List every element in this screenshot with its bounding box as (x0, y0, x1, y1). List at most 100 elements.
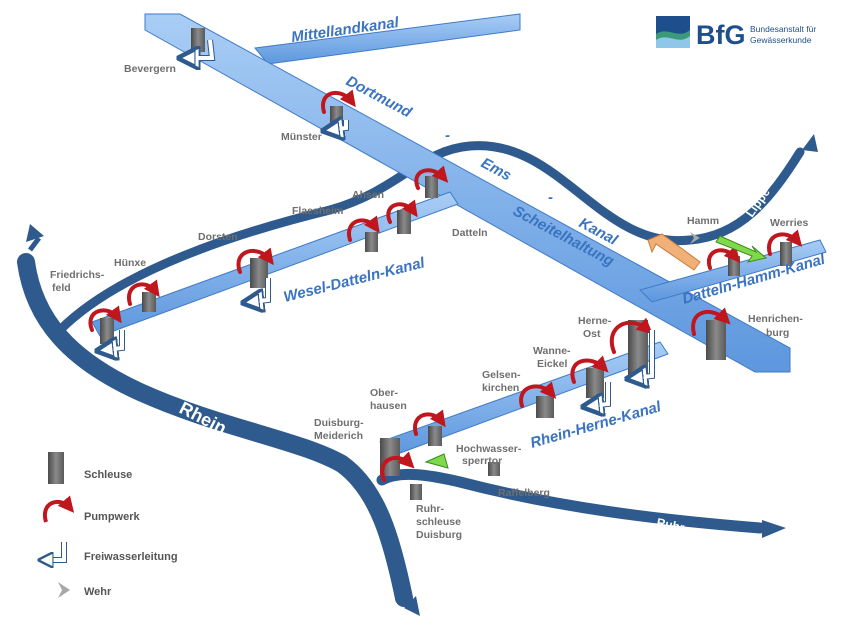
pump-gelsenkirchen (519, 381, 557, 408)
pipe-muenster-inner (330, 120, 348, 130)
pipe-wanne-inner (590, 382, 610, 406)
place-datteln: Datteln (452, 227, 488, 239)
bfg-logo: BfG Bundesanstalt für Gewässerkunde (656, 16, 816, 50)
pump-huenxe (127, 279, 160, 306)
place-hochwassersperrtor-2: sperrtor (462, 455, 502, 467)
place-ruhrschleuse-1: Ruhr- (416, 503, 444, 515)
place-oberhausen-2: hausen (370, 400, 407, 412)
place-muenster: Münster (281, 131, 322, 143)
place-gelsenkirchen-1: Gelsen- (482, 369, 521, 381)
legend-pipe-icon-outline (44, 542, 67, 563)
place-gelsenkirchen-2: kirchen (482, 382, 519, 394)
logo-abbr: BfG (696, 20, 746, 50)
ruhr-river (376, 468, 766, 534)
rhein-lower-arrowhead (404, 596, 420, 616)
place-huenxe: Hünxe (114, 257, 146, 269)
pump-duisburg-meiderich (380, 451, 415, 482)
legend: Schleuse Pumpwerk Freiwasserleitung Wehr (44, 452, 178, 598)
mittellandkanal-body (254, 13, 521, 65)
place-friedrichsfeld-2: feld (52, 282, 71, 294)
pump-muenster (321, 89, 356, 114)
lock-huenxe (142, 292, 156, 312)
ruhr-arrowhead (762, 520, 786, 538)
place-werries: Werries (770, 217, 808, 229)
pump-ahsen (414, 165, 449, 190)
pump-hamm (706, 245, 741, 270)
place-herne-ost-1: Herne- (578, 315, 612, 327)
dortmund-ems-kanal-body (144, 13, 791, 373)
lock-muenster (330, 106, 343, 128)
legend-pipe-label: Freiwasserleitung (84, 551, 178, 563)
lock-henrichenburg (706, 320, 726, 360)
pipes (104, 39, 655, 406)
legend-pipe-icon (44, 542, 66, 560)
rivers (17, 134, 818, 616)
pipe-friedrichsfeld-inner (104, 330, 124, 350)
place-hamm: Hamm (687, 215, 719, 227)
place-dorsten: Dorsten (198, 231, 238, 243)
pump-henrichenburg (691, 307, 731, 336)
place-labels: Bevergern Münster Ahsen Flaesheim Dattel… (50, 63, 808, 541)
lippe-river (55, 141, 805, 335)
place-ruhrschleuse-2: schleuse (416, 516, 461, 528)
lock-gelsenkirchen (536, 396, 554, 418)
lock-flaesheim (365, 232, 378, 252)
place-henrichenburg-1: Henrichen- (748, 313, 803, 325)
place-wanne-eickel-2: Eickel (537, 358, 567, 370)
pump-datteln (386, 199, 418, 224)
lock-dorsten (250, 258, 268, 288)
place-flaesheim: Flaesheim (292, 205, 343, 217)
pipe-bevergern-inner (186, 39, 215, 58)
green-link-arrow (715, 235, 768, 263)
place-hochwassersperrtor-1: Hochwasser- (456, 443, 522, 455)
pump-werries (767, 229, 803, 256)
orange-link-arrow (647, 233, 701, 271)
pump-flaesheim (347, 215, 380, 242)
lock-raffelberg (488, 462, 500, 476)
rhein-herne-kanal-body (379, 341, 669, 457)
place-herne-ost-2: Ost (583, 328, 601, 340)
lippe-arrowhead (802, 134, 818, 152)
green-hochwasser-arrow (424, 453, 449, 469)
lock-bevergern (191, 28, 205, 52)
pump-herne-ost (609, 317, 653, 354)
place-bevergern: Bevergern (124, 63, 176, 75)
rhein-river (17, 253, 413, 607)
legend-lock-label: Schleuse (84, 469, 132, 481)
place-wanne-eickel-1: Wanne- (533, 345, 571, 357)
pumps (88, 89, 803, 482)
place-ruhrschleuse-3: Duisburg (416, 529, 462, 541)
pipe-dorsten-inner (250, 278, 270, 302)
lock-datteln (397, 210, 411, 234)
lock-werries (780, 242, 792, 266)
lock-ruhrschleuse (410, 484, 422, 500)
legend-pump-icon (42, 495, 75, 523)
place-ahsen: Ahsen (352, 189, 384, 201)
place-raffelberg: Raffelberg (498, 487, 550, 499)
label-rhein: Rhein (176, 398, 230, 439)
label-wesel-datteln-kanal: Wesel-Datteln-Kanal (282, 254, 427, 306)
pump-oberhausen (413, 409, 446, 436)
legend-lock-icon (48, 452, 64, 484)
place-duisburg-meiderich-1: Duisburg- (314, 417, 364, 429)
lock-friedrichsfeld (100, 318, 114, 344)
legend-weir-label: Wehr (84, 586, 112, 598)
rhein-upper-arrow (28, 236, 41, 252)
place-duisburg-meiderich-2: Meiderich (314, 430, 363, 442)
weir-hamm (690, 232, 700, 244)
label-ruhr: Ruhr (655, 515, 686, 535)
label-dek-sep1: - (445, 127, 450, 144)
place-friedrichsfeld-1: Friedrichs- (50, 269, 105, 281)
logo-line1: Bundesanstalt für (750, 24, 816, 34)
pipe-herne-ost-inner (634, 330, 654, 378)
lock-ahsen (425, 176, 438, 198)
place-oberhausen-1: Ober- (370, 387, 399, 399)
lock-oberhausen (428, 426, 442, 446)
legend-weir-icon (58, 582, 70, 598)
legend-pump-label: Pumpwerk (84, 511, 141, 523)
logo-wave-light (656, 36, 690, 48)
lock-wanne-eickel (586, 368, 604, 398)
label-dek-sep2: - (548, 189, 553, 206)
lock-hamm (728, 256, 740, 276)
